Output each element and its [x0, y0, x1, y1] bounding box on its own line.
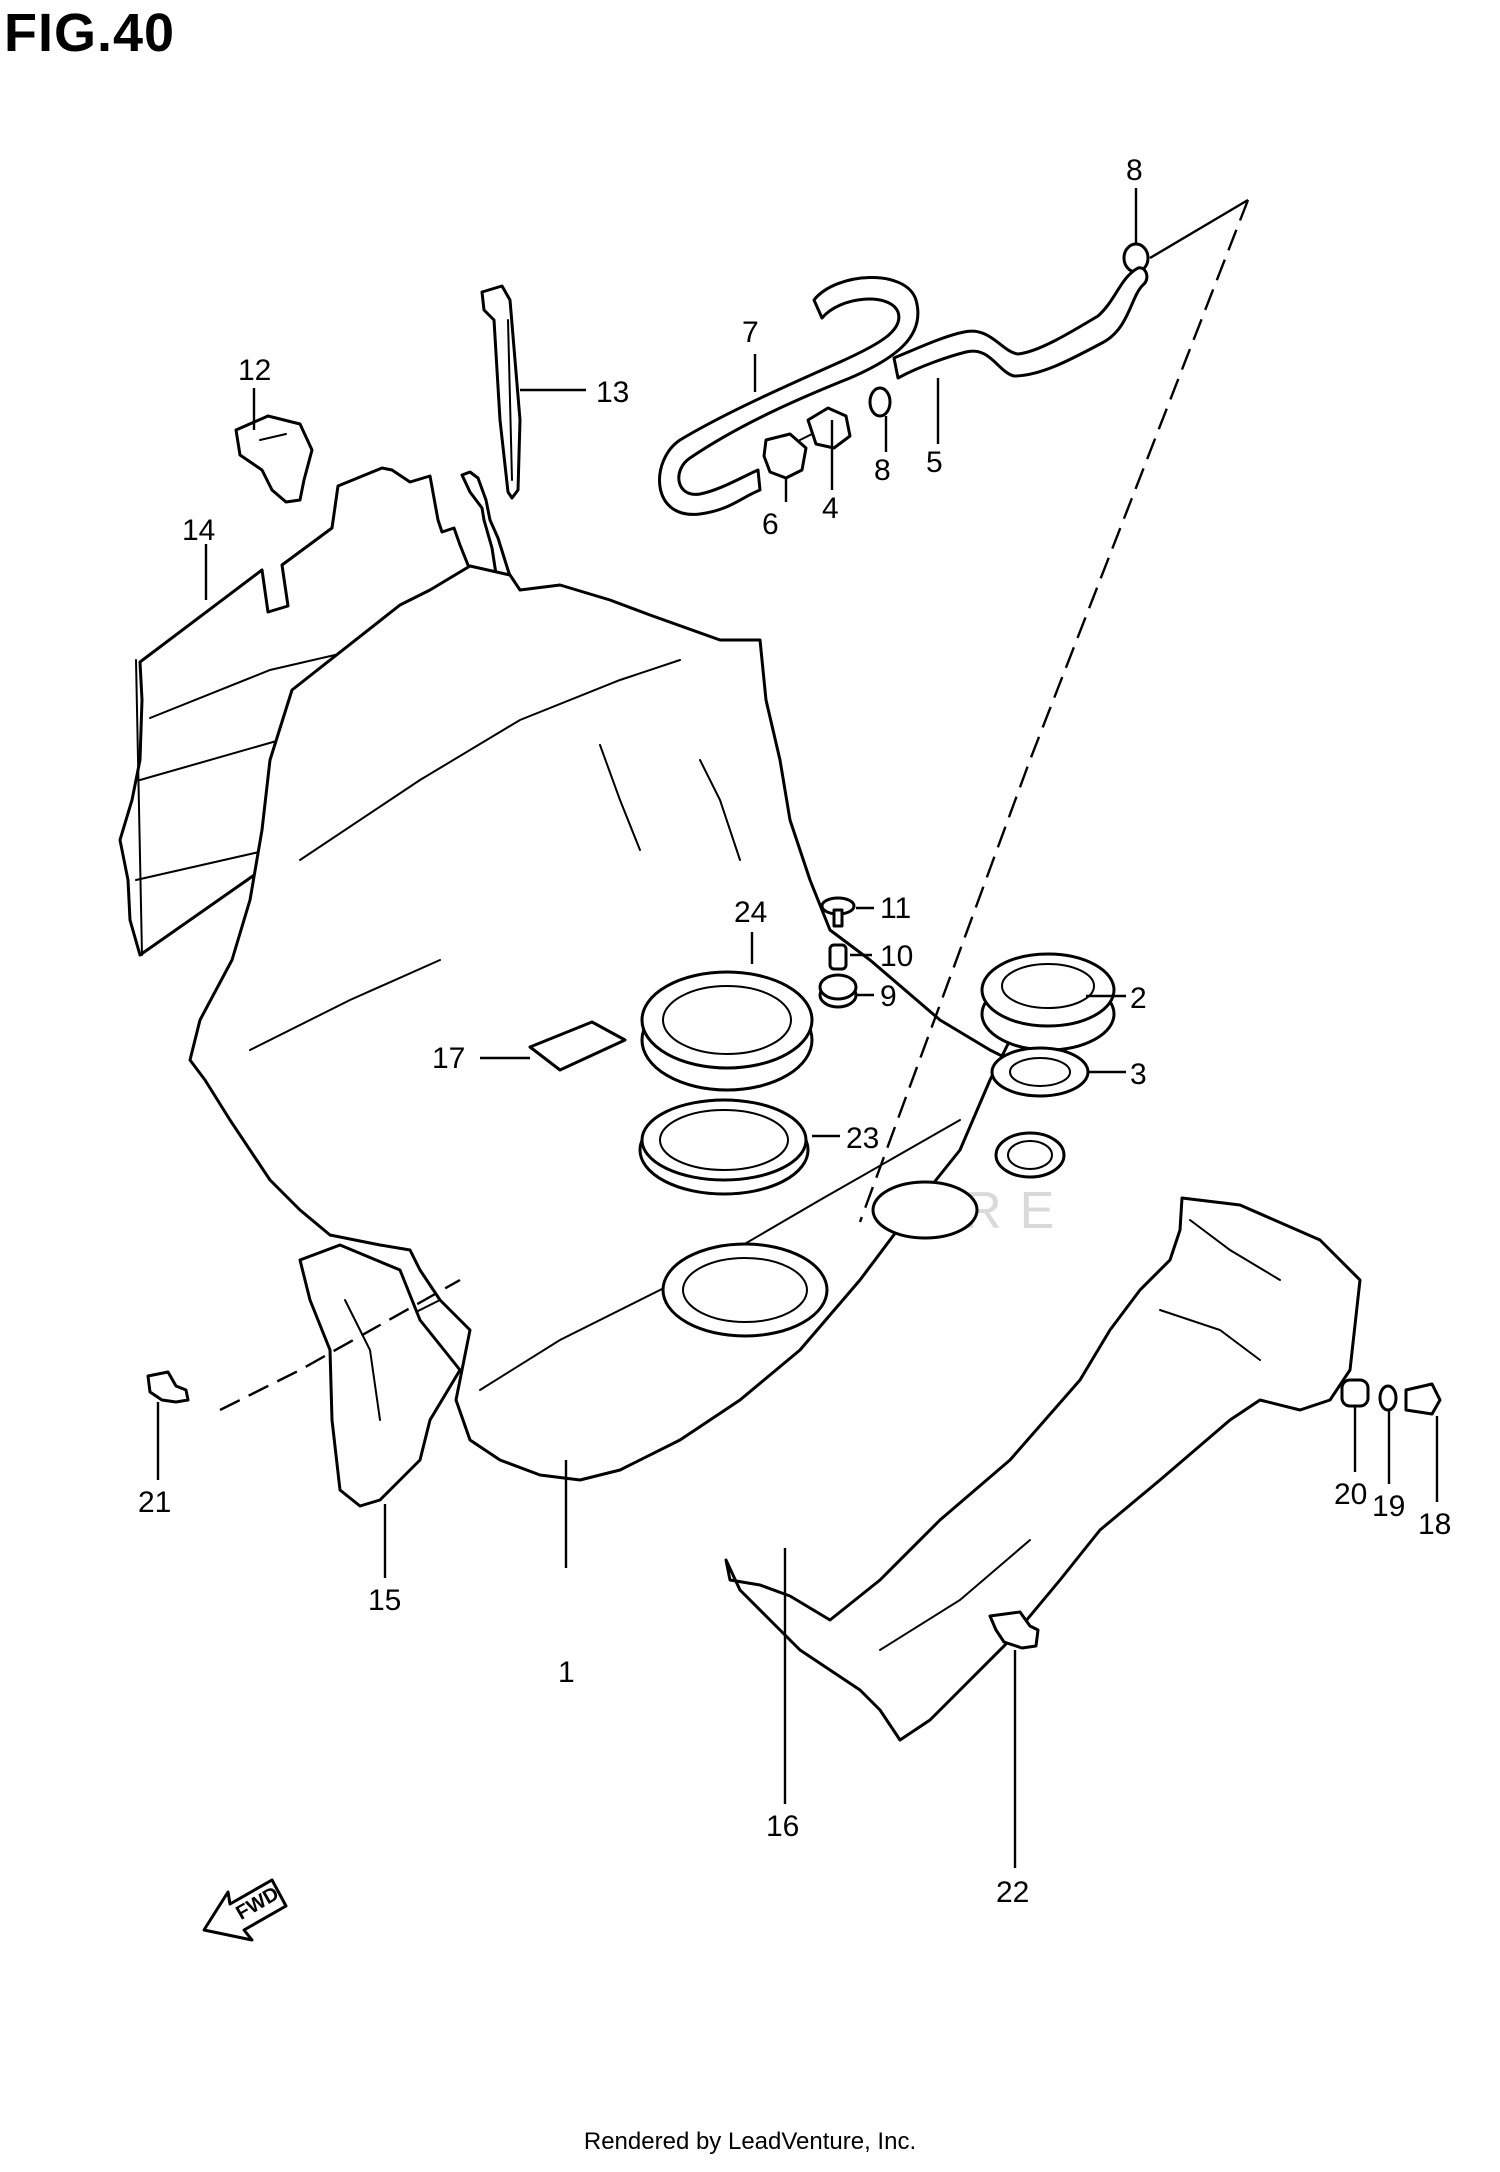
- figure-title: FIG.40: [4, 3, 176, 63]
- callout-labels: 1 2 3 4 5 6 7 8 8 9 10 11 12 13 14 15 16…: [138, 154, 1451, 1909]
- leader-lines: [156, 188, 1439, 1868]
- part-2-fuel-cap[interactable]: [980, 952, 1116, 1052]
- callout-11: 11: [880, 892, 911, 925]
- tank-filler-neck: [661, 1131, 1066, 1338]
- part-8-hose-clamp-lower[interactable]: [868, 386, 892, 418]
- part-6-clip[interactable]: [762, 432, 808, 480]
- callout-18: 18: [1418, 1508, 1451, 1541]
- part-17-label[interactable]: [528, 1020, 627, 1072]
- part-7-hose[interactable]: [658, 276, 920, 516]
- callout-8-upper: 8: [1126, 154, 1143, 187]
- callout-16: 16: [766, 1810, 799, 1843]
- callout-3: 3: [1130, 1058, 1147, 1091]
- callout-22: 22: [996, 1876, 1029, 1909]
- part-13-cable-tie[interactable]: [480, 284, 522, 500]
- callout-7: 7: [742, 316, 759, 349]
- callout-8-lower: 8: [874, 454, 891, 487]
- reference-line-21: [219, 1278, 461, 1412]
- part-4-valve[interactable]: [799, 406, 852, 450]
- callout-13: 13: [596, 376, 629, 409]
- callout-21: 21: [138, 1486, 171, 1519]
- part-23-gasket[interactable]: [638, 1098, 810, 1196]
- part-20-collar[interactable]: [1340, 1378, 1370, 1408]
- part-18-bolt[interactable]: [1404, 1382, 1442, 1416]
- fwd-arrow-icon: FWD: [202, 1878, 288, 1942]
- part-12-clamp[interactable]: [234, 414, 314, 504]
- assembly-reference-line: [858, 199, 1250, 1223]
- callout-12: 12: [238, 354, 271, 387]
- part-16-side-cover[interactable]: [724, 1196, 1362, 1742]
- callout-19: 19: [1372, 1490, 1405, 1523]
- callout-9: 9: [880, 980, 897, 1013]
- part-9-grommet[interactable]: [818, 973, 858, 1009]
- part-22-push-rivet[interactable]: [988, 1610, 1040, 1650]
- part-19-washer[interactable]: [1378, 1384, 1398, 1412]
- leader-8-upper: [1149, 198, 1249, 260]
- part-24-retaining-ring[interactable]: [640, 970, 814, 1092]
- part-15-cover[interactable]: [298, 1243, 462, 1508]
- part-3-cap-gasket[interactable]: [990, 1046, 1090, 1098]
- callout-5: 5: [926, 446, 943, 479]
- callout-2: 2: [1130, 982, 1147, 1015]
- part-1-fuel-tank[interactable]: [188, 564, 1072, 1482]
- footer-credit: Rendered by LeadVenture, Inc.: [583, 2128, 917, 2155]
- part-11-bolt[interactable]: [820, 896, 856, 928]
- callout-20: 20: [1334, 1478, 1367, 1511]
- callout-23: 23: [846, 1122, 879, 1155]
- callout-10: 10: [880, 940, 913, 973]
- callout-1: 1: [558, 1656, 575, 1689]
- callout-6: 6: [762, 508, 779, 541]
- callout-24: 24: [734, 896, 767, 929]
- part-10-collar[interactable]: [828, 943, 848, 971]
- callout-14: 14: [182, 514, 215, 547]
- callout-4: 4: [822, 492, 839, 525]
- callout-15: 15: [368, 1584, 401, 1617]
- part-21-bolt[interactable]: [146, 1370, 190, 1404]
- callout-17: 17: [432, 1042, 465, 1075]
- part-5-hose[interactable]: [892, 266, 1149, 380]
